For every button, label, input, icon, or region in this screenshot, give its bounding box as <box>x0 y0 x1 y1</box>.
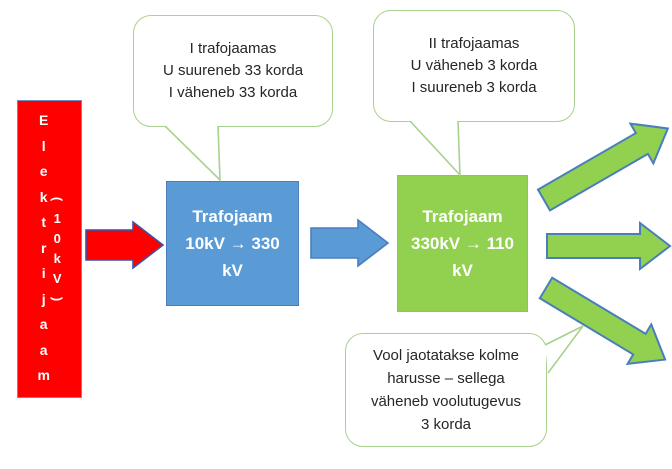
plant-voltage-char: ) <box>50 296 66 302</box>
callout2-line: U väheneb 3 korda <box>410 57 538 74</box>
transformer1-unit: kV <box>222 261 243 280</box>
transformer2-title: Trafojaam <box>422 207 503 226</box>
red-flow-arrow-shape <box>85 220 165 270</box>
callout3-line: Vool jaotatakse kolme <box>373 347 519 364</box>
transformer2-unit: kV <box>452 261 473 280</box>
plant-voltage-char: 0 <box>53 231 61 246</box>
blue-flow-arrow <box>310 218 390 268</box>
plant-voltage-char: V <box>52 271 62 286</box>
callout1-line: I trafojaamas <box>189 40 277 57</box>
plant-letter: m <box>37 367 50 383</box>
callout1-tail <box>164 125 221 182</box>
plant-letter: i <box>41 265 46 281</box>
callout1-line: I väheneb 33 korda <box>168 84 298 101</box>
power-plant-box: E l e k t r i j a a m ( 1 0 k V ) <box>17 100 82 398</box>
red-flow-arrow <box>85 220 165 270</box>
plant-letter: j <box>41 290 46 307</box>
plant-letter: r <box>40 239 47 256</box>
plant-letter: k <box>39 188 48 205</box>
transformer2-box: Trafojaam 330kV → 110 kV <box>397 175 528 312</box>
plant-letter: a <box>39 341 48 358</box>
plant-letter: a <box>39 316 48 332</box>
callout3-tail <box>544 325 584 374</box>
blue-flow-arrow-shape <box>310 218 390 268</box>
plant-letter: e <box>39 163 48 179</box>
callout-branching: Vool jaotatakse kolme harusse – sellega … <box>345 333 547 447</box>
callout2-line: II trafojaamas <box>428 35 520 52</box>
transformer1-voltage: 10kV → 330 <box>185 234 280 253</box>
green-output-arrow-top <box>536 122 670 212</box>
callout-transformer1: I trafojaamas U suureneb 33 korda I vähe… <box>133 15 333 127</box>
callout3-line: 3 korda <box>420 416 472 433</box>
green-output-arrow-bottom <box>538 276 667 366</box>
plant-voltage-char: ( <box>50 196 66 202</box>
callout1-line: U suureneb 33 korda <box>162 62 304 79</box>
plant-letter: t <box>41 214 46 230</box>
plant-voltage-char: k <box>53 251 61 266</box>
transformer2-voltage: 330kV → 110 <box>410 234 515 253</box>
callout3-line: harusse – sellega <box>387 370 505 387</box>
callout3-line: väheneb voolutugevus <box>370 393 522 410</box>
callout2-line: I suureneb 3 korda <box>411 79 537 96</box>
plant-letter: l <box>41 137 46 154</box>
green-output-arrow-top-shape <box>536 122 670 212</box>
callout-transformer2: II trafojaamas U väheneb 3 korda I suure… <box>373 10 575 122</box>
green-output-arrow-middle <box>546 220 672 272</box>
transformer1-title: Trafojaam <box>192 207 273 226</box>
power-plant-voltage-vertical: ( 1 0 k V ) <box>50 101 65 397</box>
plant-voltage-char: 1 <box>53 211 61 226</box>
plant-letter: E <box>38 112 49 128</box>
power-plant-name-vertical: E l e k t r i j a a m <box>37 101 49 397</box>
transformer1-box: Trafojaam 10kV → 330 kV <box>166 181 299 306</box>
green-output-arrow-bottom-shape <box>538 276 667 366</box>
green-output-arrow-middle-shape <box>546 220 672 272</box>
callout2-tail <box>409 120 461 178</box>
